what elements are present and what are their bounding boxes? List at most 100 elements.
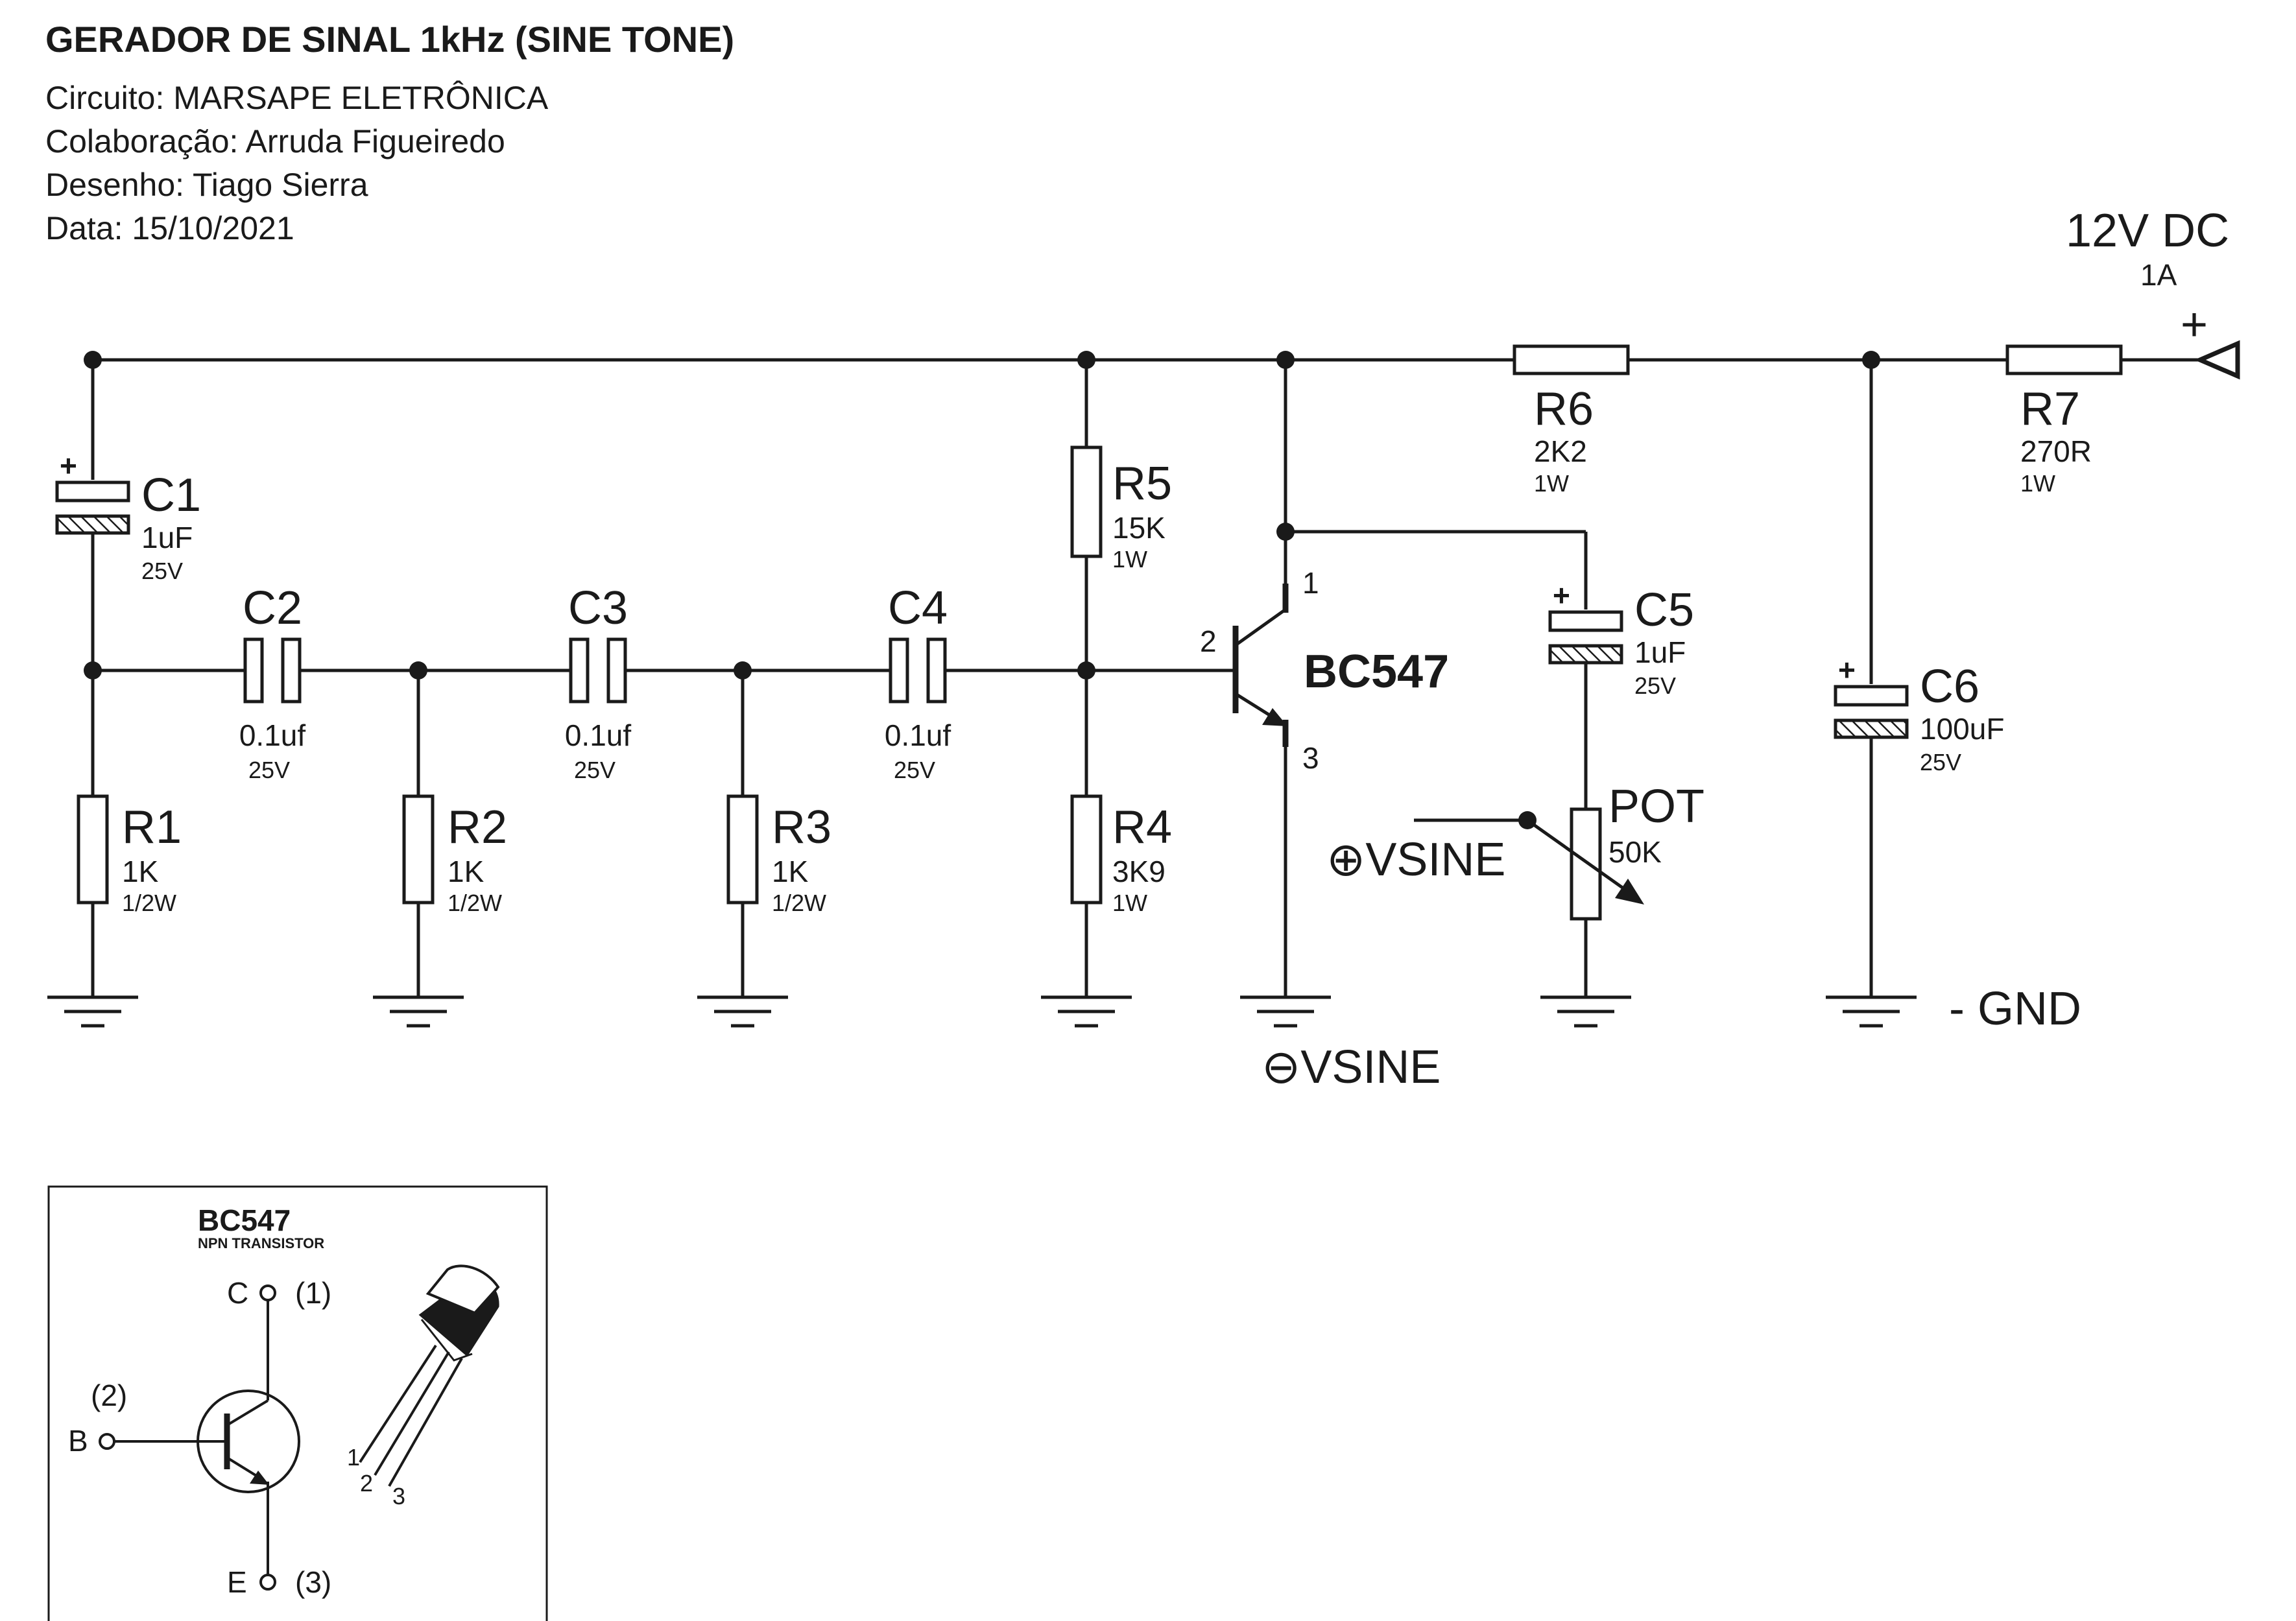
r1-rating: 1/2W [122, 890, 176, 916]
circuit-credit: Circuito: MARSAPE ELETRÔNICA [45, 80, 549, 116]
junction-dot [734, 661, 752, 680]
transistor-bc547: BC547 1 2 3 [1200, 566, 1449, 775]
resistor-r6: R6 2K2 1W [1513, 344, 1630, 497]
r1-ref: R1 [122, 801, 182, 853]
resistor-r1: R1 1K 1/2W [77, 794, 182, 916]
vsine-negative-label: ⊖VSINE [1262, 1041, 1441, 1093]
power-plus-sign: + [2181, 299, 2208, 351]
legend-pin-c-terminal [259, 1284, 276, 1301]
capacitor-c2: C2 0.1uf 25V [239, 582, 306, 783]
ground-symbol [697, 995, 788, 1028]
resistor-r7: R7 270R 1W [2005, 344, 2123, 497]
junction-dot [1077, 661, 1095, 680]
c4-rating: 25V [894, 757, 935, 783]
c3-ref: C3 [568, 582, 628, 634]
c1-rating: 25V [141, 558, 183, 584]
c6-plus-sign: + [1838, 653, 1856, 687]
junction-dot [84, 661, 102, 680]
collector-arm [1234, 608, 1287, 647]
potentiometer: POT 50K [1526, 781, 1704, 921]
q1-ref: BC547 [1304, 646, 1449, 698]
c4-value: 0.1uf [885, 718, 951, 752]
legend-b-pin: (2) [91, 1378, 127, 1412]
legend-leg-1: 1 [347, 1444, 360, 1471]
to92-package-icon [359, 1264, 500, 1487]
r1-value: 1K [122, 855, 159, 888]
emitter-arrow [1262, 708, 1287, 726]
pot-value: 50K [1608, 835, 1662, 869]
collab-credit: Colaboração: Arruda Figueiredo [45, 123, 505, 160]
grounds [47, 995, 1917, 1028]
r2-ref: R2 [448, 801, 507, 853]
r5-ref: R5 [1112, 458, 1172, 510]
legend-pin-e-terminal [259, 1574, 276, 1591]
r5-value: 15K [1112, 511, 1166, 545]
vsine-positive-label: ⊕VSINE [1326, 834, 1505, 886]
ground-symbol [373, 995, 464, 1028]
capacitor-c3: C3 0.1uf 25V [565, 582, 632, 783]
c2-rating: 25V [248, 757, 290, 783]
r2-value: 1K [448, 855, 484, 888]
legend-subtitle: NPN TRANSISTOR [198, 1235, 324, 1251]
legend-c-label: C [227, 1276, 248, 1310]
junction-dot [1276, 351, 1295, 369]
capacitor-c6: + C6 100uF 25V [1834, 653, 2004, 775]
c3-value: 0.1uf [565, 718, 632, 752]
power-voltage: 12V DC [2066, 205, 2229, 257]
c2-value: 0.1uf [239, 718, 306, 752]
legend-b-label: B [68, 1424, 88, 1458]
c4-ref: C4 [888, 582, 948, 634]
legend-leg-3: 3 [392, 1483, 405, 1509]
resistor-r5: R5 15K 1W [1070, 445, 1172, 573]
c1-value: 1uF [141, 521, 193, 554]
pot-ref: POT [1608, 781, 1704, 833]
junction-dot [84, 351, 102, 369]
r4-ref: R4 [1112, 801, 1172, 853]
legend-e-pin: (3) [295, 1565, 331, 1599]
capacitor-c1: + C1 1uF 25V [55, 449, 201, 584]
ground-symbol [1041, 995, 1132, 1028]
junction-dot [1276, 523, 1295, 541]
gnd-label: - GND [1949, 983, 2081, 1035]
c5-ref: C5 [1634, 584, 1694, 636]
junction-dot [1862, 351, 1880, 369]
r3-rating: 1/2W [772, 890, 826, 916]
drawing-credit: Desenho: Tiago Sierra [45, 167, 368, 203]
c1-ref: C1 [141, 469, 201, 521]
resistor-r2: R2 1K 1/2W [402, 794, 507, 916]
legend-title: BC547 [198, 1203, 291, 1237]
c1-plus-sign: + [60, 449, 77, 482]
wiper-line [1526, 818, 1629, 893]
ground-symbol [1240, 995, 1331, 1028]
ground-symbol [1540, 995, 1631, 1028]
legend-e-label: E [227, 1565, 247, 1599]
r4-rating: 1W [1112, 890, 1147, 916]
wires [91, 358, 2199, 997]
r4-value: 3K9 [1112, 855, 1166, 888]
bc547-legend: BC547 NPN TRANSISTOR C (1) B (2) E (3) 1… [47, 1185, 548, 1621]
r7-ref: R7 [2020, 383, 2080, 435]
q1-pin-c: 1 [1302, 566, 1319, 600]
power-current: 1A [2140, 258, 2177, 292]
q1-pin-b: 2 [1200, 624, 1217, 658]
date-label: Data: 15/10/2021 [45, 210, 294, 246]
r3-value: 1K [772, 855, 809, 888]
legend-pin-b-terminal [99, 1433, 115, 1450]
r7-value: 270R [2020, 434, 2092, 468]
wiper-arrow [1615, 879, 1644, 905]
capacitor-c5: + C5 1uF 25V [1548, 578, 1694, 699]
r6-value: 2K2 [1534, 434, 1587, 468]
junction-dot [1077, 351, 1095, 369]
q1-pin-e: 3 [1302, 741, 1319, 775]
c6-rating: 25V [1920, 749, 1961, 775]
header-block: GERADOR DE SINAL 1kHz (SINE TONE) Circui… [45, 19, 734, 246]
junctions [84, 351, 1880, 829]
resistor-r4: R4 3K9 1W [1070, 794, 1172, 916]
junction-dot [409, 661, 427, 680]
c5-rating: 25V [1634, 672, 1676, 699]
r3-ref: R3 [772, 801, 831, 853]
resistor-r3: R3 1K 1/2W [726, 794, 831, 916]
r5-rating: 1W [1112, 546, 1147, 573]
terminal-arrow-icon [2194, 340, 2240, 380]
c3-rating: 25V [574, 757, 616, 783]
